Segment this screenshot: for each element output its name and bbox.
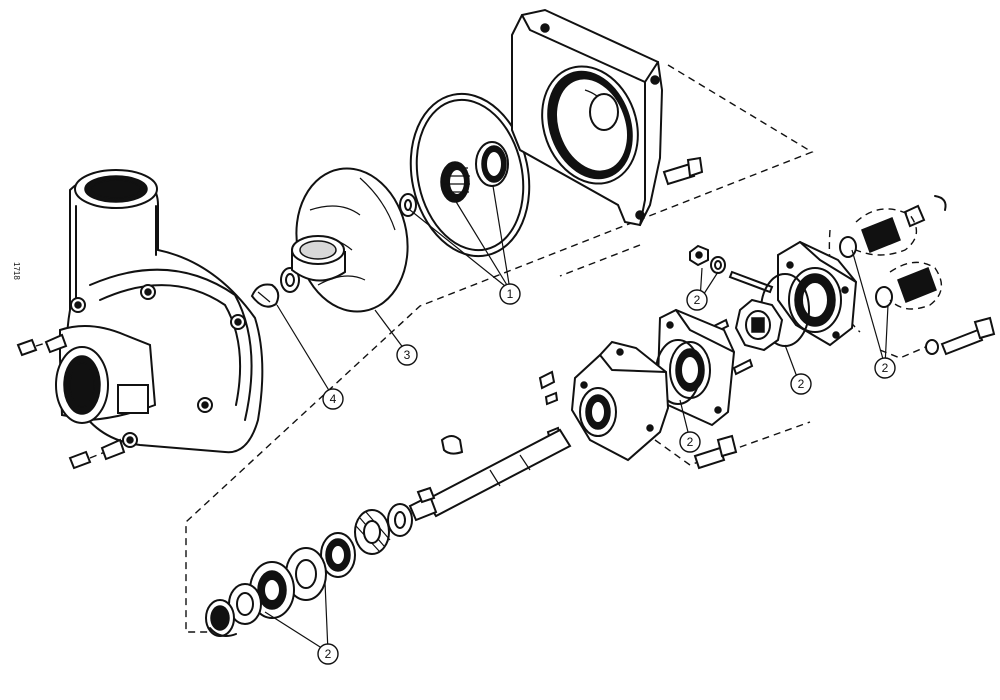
fitting-upper [839, 195, 947, 258]
seal-plate [409, 92, 531, 258]
rotor-gear [734, 298, 784, 352]
svg-text:2: 2 [325, 647, 332, 661]
cap-screw-bottom [693, 434, 738, 470]
svg-text:2: 2 [798, 377, 805, 391]
intermediate-housing [656, 308, 736, 427]
svg-text:2: 2 [687, 435, 694, 449]
svg-text:1: 1 [507, 287, 514, 301]
hex-nut [689, 244, 709, 267]
drain-plugs [16, 333, 126, 470]
fitting-lower [875, 261, 943, 310]
impeller-washer [280, 267, 300, 293]
callout-part-1: 1 [499, 283, 521, 305]
svg-text:2: 2 [694, 293, 701, 307]
svg-text:2: 2 [882, 361, 889, 375]
callout-part-4: 4 [322, 388, 344, 410]
seal-housing-flange [511, 8, 664, 227]
callout-part-2-bearings: 2 [317, 643, 339, 665]
bearing-stack [205, 503, 413, 637]
lock-washer [710, 256, 726, 274]
svg-text:3: 3 [404, 348, 411, 362]
pump-shaft [408, 428, 572, 522]
washer [399, 193, 417, 217]
pump-housing [55, 169, 264, 454]
svg-text:4: 4 [330, 392, 337, 406]
impeller-nut [250, 283, 280, 308]
cap-screw-right [925, 316, 996, 356]
callout-part-2-oring: 2 [790, 373, 812, 395]
cap-screw-top [662, 156, 704, 186]
figure-number: 1718 [12, 262, 21, 280]
callout-part-2-nut: 2 [686, 289, 708, 311]
callout-part-3: 3 [396, 344, 418, 366]
bearing-cover [777, 240, 858, 347]
impeller [291, 167, 409, 313]
bearing-bracket [570, 340, 670, 462]
callout-part-2-housing: 2 [679, 431, 701, 453]
callout-part-2-fittings: 2 [874, 357, 896, 379]
stud-bolt [728, 270, 774, 294]
